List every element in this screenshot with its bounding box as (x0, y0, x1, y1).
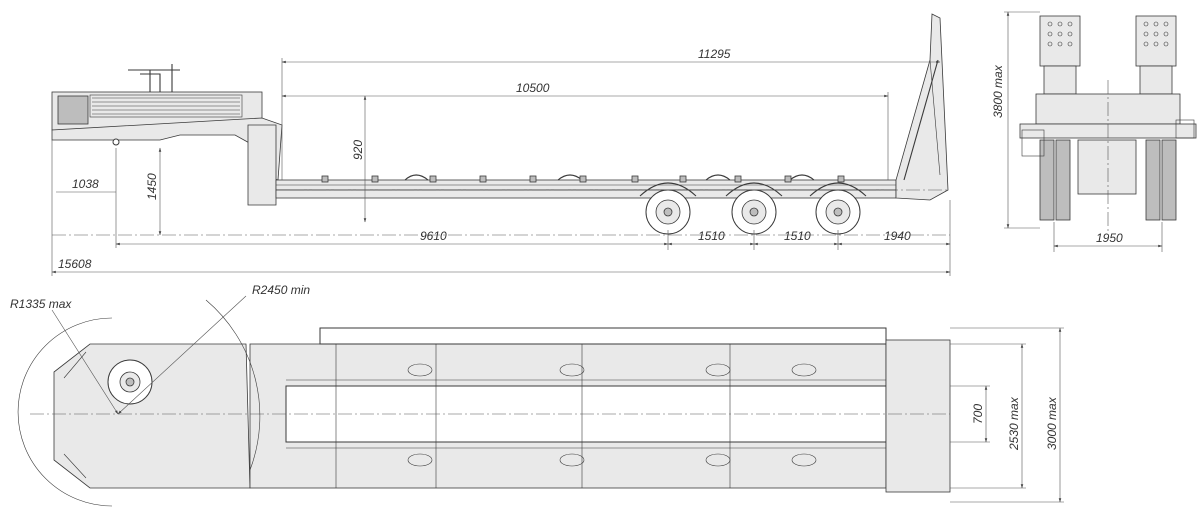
dim-kingpin-to-axle: 9610 (420, 229, 447, 243)
side-rail-top (319, 327, 887, 345)
dim-ramp-gap: 700 (971, 404, 985, 424)
gooseneck-grille (89, 94, 243, 118)
dim-rear-overhang: 1940 (884, 229, 911, 243)
dim-total-length: 15608 (58, 257, 92, 271)
kingpin (112, 138, 120, 146)
wheel-symbols (407, 363, 817, 467)
gooseneck-plan (53, 343, 251, 489)
dim-track-width: 1950 (1096, 231, 1123, 245)
dim-rear-height: 3800 max (991, 64, 1005, 118)
side-view: 11295 10500 920 1038 1450 9610 1510 1510… (51, 13, 951, 276)
deck-bumps (404, 174, 815, 181)
turning-arc (205, 299, 261, 471)
lashing-rings (321, 175, 845, 183)
gooseneck-box (57, 95, 89, 125)
rear-ramps-plan (885, 339, 951, 493)
plan-view: R1335 max R2450 min 700 2530 max 3000 ma… (10, 283, 1064, 507)
dim-deck-width: 2530 max (1007, 396, 1021, 451)
dim-overall-length: 11295 (698, 47, 731, 61)
wheel-left-outer (1039, 139, 1055, 221)
main-frame (275, 189, 897, 199)
dim-deck-length: 10500 (516, 81, 550, 95)
wheel-left-inner (1055, 139, 1071, 221)
rear-view: 3800 max 1950 (991, 11, 1197, 252)
ramp-left (1039, 15, 1081, 67)
rear-ramp (895, 13, 949, 201)
dim-coupling-height: 1450 (145, 173, 159, 200)
ramp-right (1135, 15, 1177, 67)
gooseneck-column (247, 124, 277, 206)
dim-overall-width: 3000 max (1045, 396, 1059, 450)
dim-turning-radius: R2450 min (252, 283, 310, 297)
wheel-right-inner (1145, 139, 1161, 221)
dim-front-height: 1038 (72, 177, 99, 191)
dim-front-radius: R1335 max (10, 297, 72, 311)
winch-mast (128, 64, 180, 92)
axle-wheels (639, 182, 867, 235)
ramp-holes (1047, 21, 1169, 47)
dim-axle-spacing-1: 1510 (698, 229, 725, 243)
wheel-right-outer (1161, 139, 1177, 221)
front-swing-arc (17, 317, 113, 507)
dim-axle-spacing-2: 1510 (784, 229, 811, 243)
dim-deck-height: 920 (351, 140, 365, 160)
